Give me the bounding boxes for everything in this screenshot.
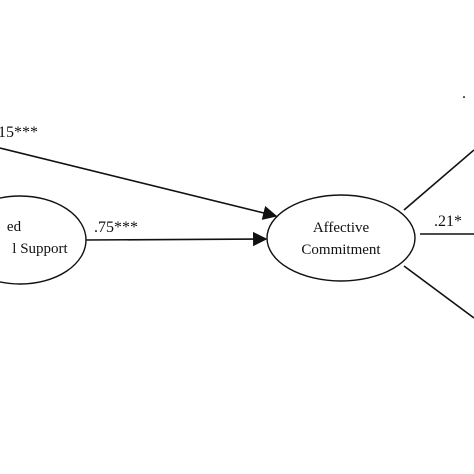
path-arrow-support-to-commitment xyxy=(83,231,268,247)
node-affective-commitment-line-1: Affective xyxy=(313,220,370,236)
node-perceived-support-line-2: l Support xyxy=(12,241,68,257)
path-line-commitment-to-upper-right xyxy=(403,149,474,211)
node-perceived-support-line-1: ed xyxy=(7,219,22,235)
coefficient-support-to-commitment: .75*** xyxy=(94,219,138,236)
coefficient-top-right-partial: . xyxy=(462,85,466,102)
node-perceived-support xyxy=(0,195,87,285)
node-affective-commitment-line-2: Commitment xyxy=(301,242,381,258)
path-line-commitment-to-lower-right xyxy=(403,265,474,319)
path-arrow-top-left-to-commitment xyxy=(0,147,278,220)
coefficient-top-left-to-commitment: 15*** xyxy=(0,124,38,141)
coefficient-commitment-to-right: .21* xyxy=(434,213,462,230)
node-affective-commitment xyxy=(266,194,416,282)
